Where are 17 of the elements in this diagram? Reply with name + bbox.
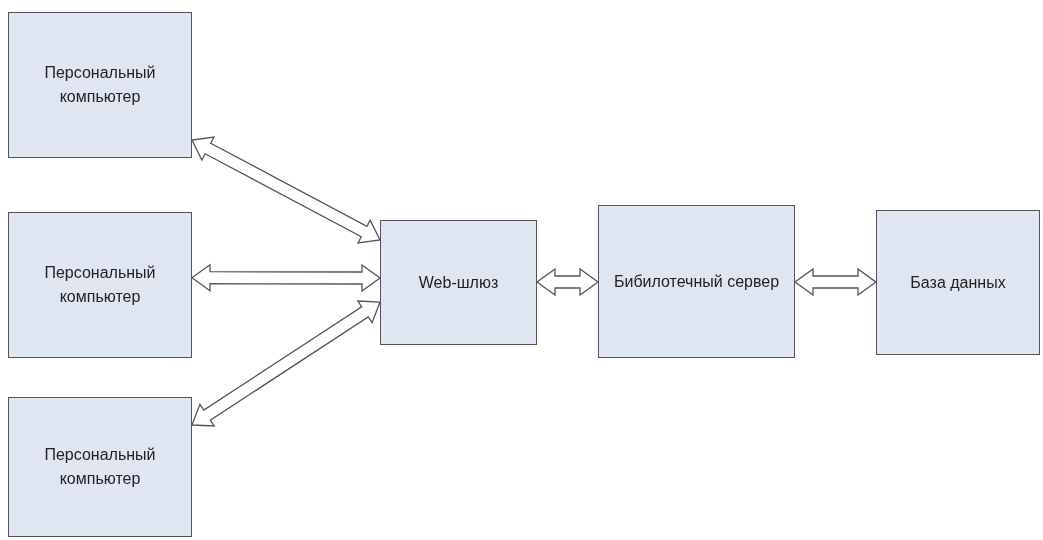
double-arrow — [191, 136, 381, 244]
box-label: Персональный компьютер — [43, 263, 157, 307]
process-box — [8, 212, 192, 358]
double-arrow — [535, 267, 600, 297]
box-label: Персональный компьютер — [43, 445, 157, 489]
process-box — [598, 205, 795, 358]
double-arrow — [190, 263, 382, 293]
box-label: Web-шлюз — [418, 272, 499, 293]
process-box — [8, 12, 192, 158]
box-label: База данных — [910, 272, 1006, 293]
process-box — [876, 210, 1040, 355]
double-arrow — [793, 267, 878, 297]
process-box — [8, 397, 192, 537]
process-box — [380, 220, 537, 345]
box-label: Бибилотечный сервер — [613, 271, 780, 292]
double-arrow — [191, 300, 381, 427]
box-label: Персональный компьютер — [43, 63, 157, 107]
